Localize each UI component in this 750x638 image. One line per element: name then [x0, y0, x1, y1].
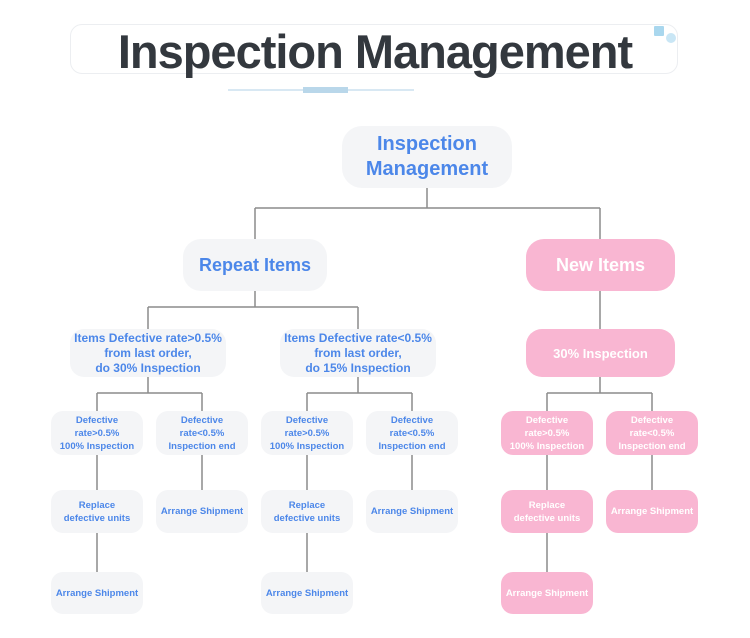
node-new-final-shipment: Arrange Shipment: [501, 572, 593, 614]
node-r2-replace-units: Replace defective units: [261, 490, 353, 533]
page-title: Inspection Management: [117, 25, 633, 78]
node-new-items: New Items: [526, 239, 675, 291]
node-new-defect-low: Defective rate<0.5% Inspection end: [606, 411, 698, 455]
node-r1-defect-high: Defective rate>0.5% 100% Inspection: [51, 411, 143, 455]
title-card: [70, 24, 678, 74]
node-r2-arrange-shipment: Arrange Shipment: [366, 490, 458, 533]
node-root: Inspection Management: [342, 126, 512, 188]
node-repeat-high-rate: Items Defective rate>0.5% from last orde…: [70, 329, 226, 377]
node-new-arrange-shipment: Arrange Shipment: [606, 490, 698, 533]
decoration-square-icon: [654, 26, 664, 36]
node-r1-defect-low: Defective rate<0.5% Inspection end: [156, 411, 248, 455]
node-r2-defect-high: Defective rate>0.5% 100% Inspection: [261, 411, 353, 455]
node-new-defect-high: Defective rate>0.5% 100% Inspection: [501, 411, 593, 455]
node-r2-final-shipment: Arrange Shipment: [261, 572, 353, 614]
node-repeat-items: Repeat Items: [183, 239, 327, 291]
decoration-square-small-icon: [666, 33, 676, 43]
node-new-replace-units: Replace defective units: [501, 490, 593, 533]
node-r1-final-shipment: Arrange Shipment: [51, 572, 143, 614]
node-repeat-low-rate: Items Defective rate<0.5% from last orde…: [280, 329, 436, 377]
title-underline-accent: [303, 87, 348, 93]
node-r2-defect-low: Defective rate<0.5% Inspection end: [366, 411, 458, 455]
node-r1-arrange-shipment: Arrange Shipment: [156, 490, 248, 533]
title-underline: [228, 87, 414, 93]
node-new-30pct-inspection: 30% Inspection: [526, 329, 675, 377]
node-r1-replace-units: Replace defective units: [51, 490, 143, 533]
